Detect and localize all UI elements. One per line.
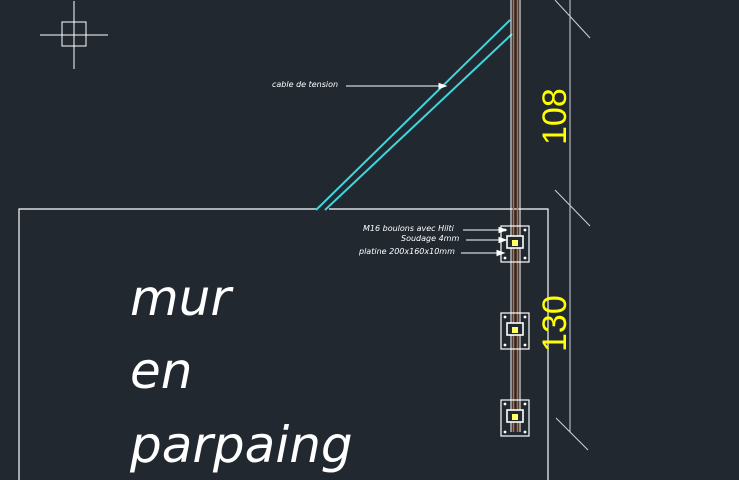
crosshair-icon (40, 1, 108, 69)
bolts-label: M16 boulons avec Hilti (363, 224, 454, 233)
plate-label: platine 200x160x10mm (359, 247, 455, 256)
weld-label: Soudage 4mm (401, 234, 460, 243)
base-plate-1 (500, 225, 530, 263)
tension-cable (315, 19, 513, 211)
wall-text-line3: parpaing (130, 416, 353, 474)
cable-label: cable de tension (272, 80, 339, 89)
base-plate-2 (500, 312, 530, 350)
annotation-leaders (346, 82, 508, 257)
base-plate-3 (500, 399, 530, 437)
dimension-upper: 108 (536, 88, 574, 145)
wall-text-line1: mur (130, 269, 231, 327)
steel-post (510, 0, 521, 432)
wall-outline (18, 208, 549, 480)
wall-text-line2: en (130, 342, 193, 400)
dimension-lower: 130 (536, 295, 574, 352)
dimension-lines (554, 0, 591, 451)
